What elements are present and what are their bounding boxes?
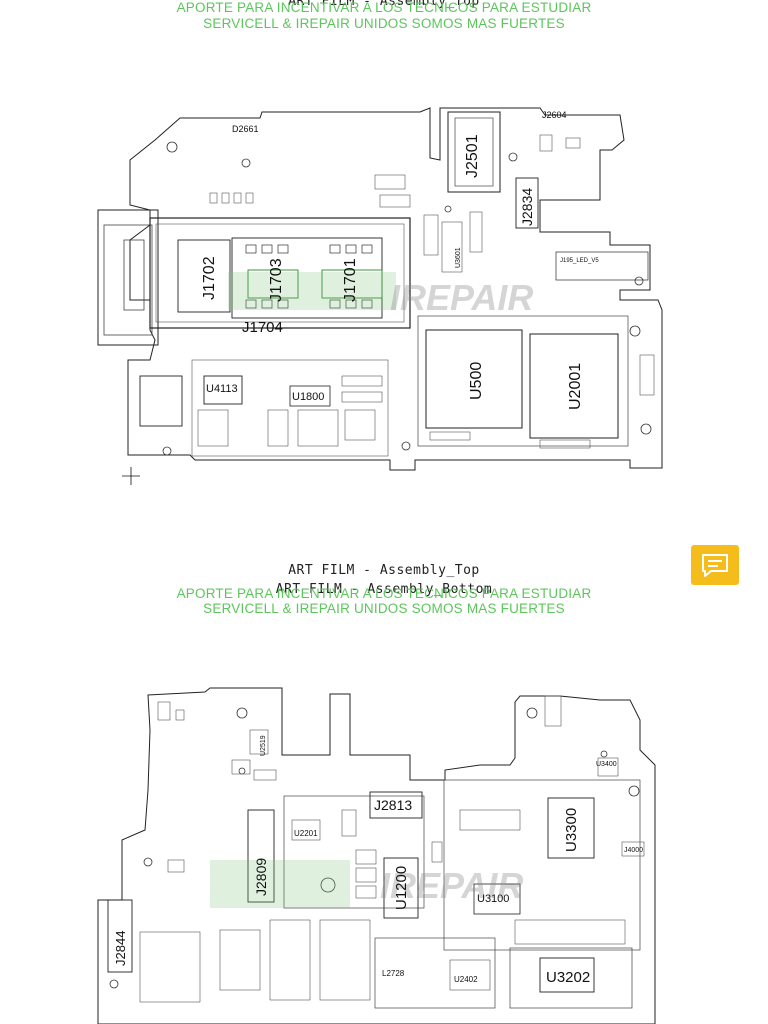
label-j1701: J1701 [342, 258, 359, 302]
j2844-outline [107, 899, 133, 973]
j2501-outline [447, 111, 501, 193]
page2-watermark-logo: IREPAIR [380, 865, 523, 906]
label-l2728: L2728 [382, 969, 405, 978]
page1-watermark-line2: SERVICELL & IREPAIR UNIDOS SOMOS MAS FUE… [203, 16, 565, 31]
chat-bubble-icon [702, 554, 728, 577]
label-j2809: J2809 [253, 858, 269, 896]
page2-watermark-line1: APORTE PARA INCENTIVAR A LOS TECNICOS PA… [176, 586, 592, 601]
u2001-outline [529, 333, 619, 439]
page2-title-bottom: ART FILM - Assembly_Bottom [275, 582, 493, 597]
page2-watermark-line2: SERVICELL & IREPAIR UNIDOS SOMOS MAS FUE… [203, 601, 565, 616]
label-j2813: J2813 [374, 797, 412, 813]
page1-watermark-line1: APORTE PARA INCENTIVAR A LOS TECNICOS PA… [176, 0, 592, 15]
label-u4113: U4113 [206, 383, 238, 395]
j2813-outline [369, 791, 423, 819]
label-j2834: J2834 [519, 188, 535, 226]
label-led: J195_LED_V5 [560, 258, 599, 264]
u1200-outline [383, 857, 419, 919]
label-u3601: U3601 [455, 247, 462, 268]
label-j1703: J1703 [268, 258, 285, 302]
sim-frame [149, 217, 411, 329]
u1800-outline [289, 385, 331, 407]
u500-outline [425, 329, 523, 429]
label-u2201: U2201 [294, 829, 318, 838]
j2834-outline [515, 177, 539, 229]
label-j1702: J1702 [201, 256, 218, 300]
page1-board-diagram: IREPAIR D2661 J2604 J2501 J2834 J1702 J1… [97, 107, 663, 485]
page2-board-diagram: IREPAIR J2813 J2809 J2844 U1200 U3300 U3… [97, 687, 656, 1024]
label-u2402: U2402 [454, 975, 478, 984]
chat-button[interactable] [691, 545, 739, 585]
sim-tray [97, 209, 159, 346]
label-j2501: J2501 [464, 134, 481, 178]
label-j1704: J1704 [242, 319, 283, 336]
label-u1800: U1800 [292, 391, 324, 403]
j2809-outline [247, 809, 275, 903]
page1-title: ART FILM - Assembly_Top [288, 0, 480, 9]
u4113-outline [203, 375, 243, 405]
j1702-outline [177, 239, 231, 313]
label-u3100: U3100 [477, 893, 509, 905]
u3202-outline [539, 957, 595, 993]
label-d2661: D2661 [232, 124, 259, 134]
label-u3202: U3202 [546, 969, 590, 986]
label-j4000: J4000 [624, 847, 643, 854]
label-u2519: U2519 [260, 735, 267, 756]
u3300-outline [547, 797, 595, 859]
label-u3300: U3300 [563, 808, 580, 852]
page2-title-top: ART FILM - Assembly_Top [288, 563, 480, 578]
label-j2604: J2604 [542, 110, 567, 120]
label-u3400: U3400 [596, 761, 617, 768]
label-u500: U500 [468, 362, 485, 400]
page1-watermark-logo: IREPAIR [390, 277, 533, 318]
label-j2844: J2844 [113, 931, 128, 966]
u3100-outline [473, 883, 521, 915]
label-u2001: U2001 [567, 363, 584, 410]
led-connector [555, 251, 649, 281]
label-u1200: U1200 [393, 866, 410, 910]
